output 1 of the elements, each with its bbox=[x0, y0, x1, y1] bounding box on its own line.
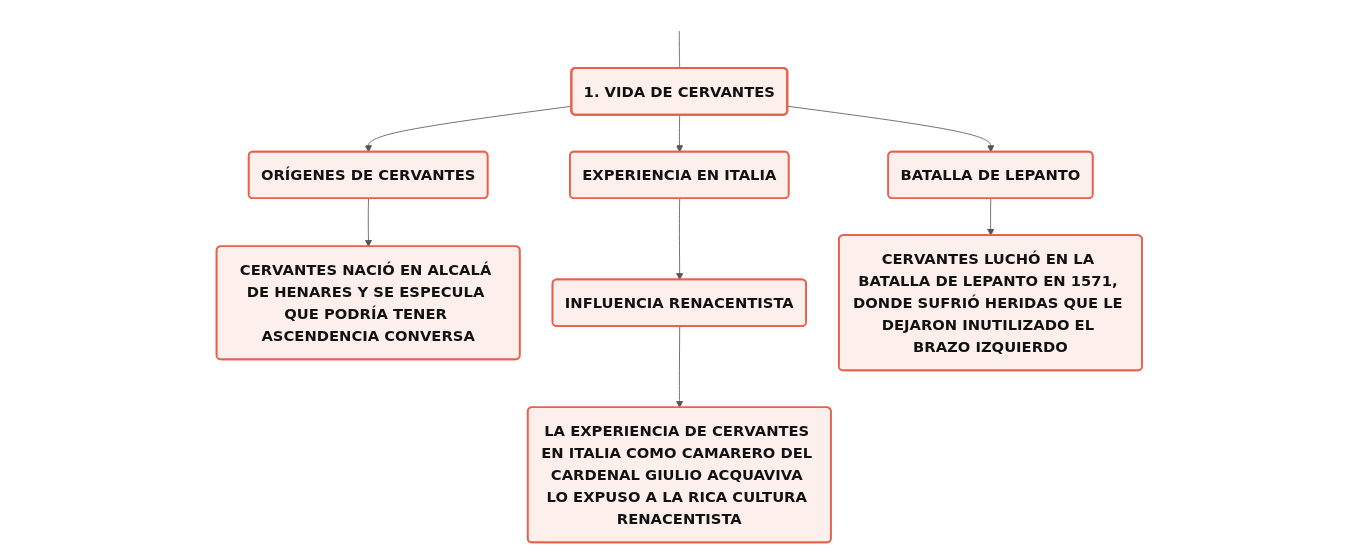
connector bbox=[679, 30, 681, 69]
